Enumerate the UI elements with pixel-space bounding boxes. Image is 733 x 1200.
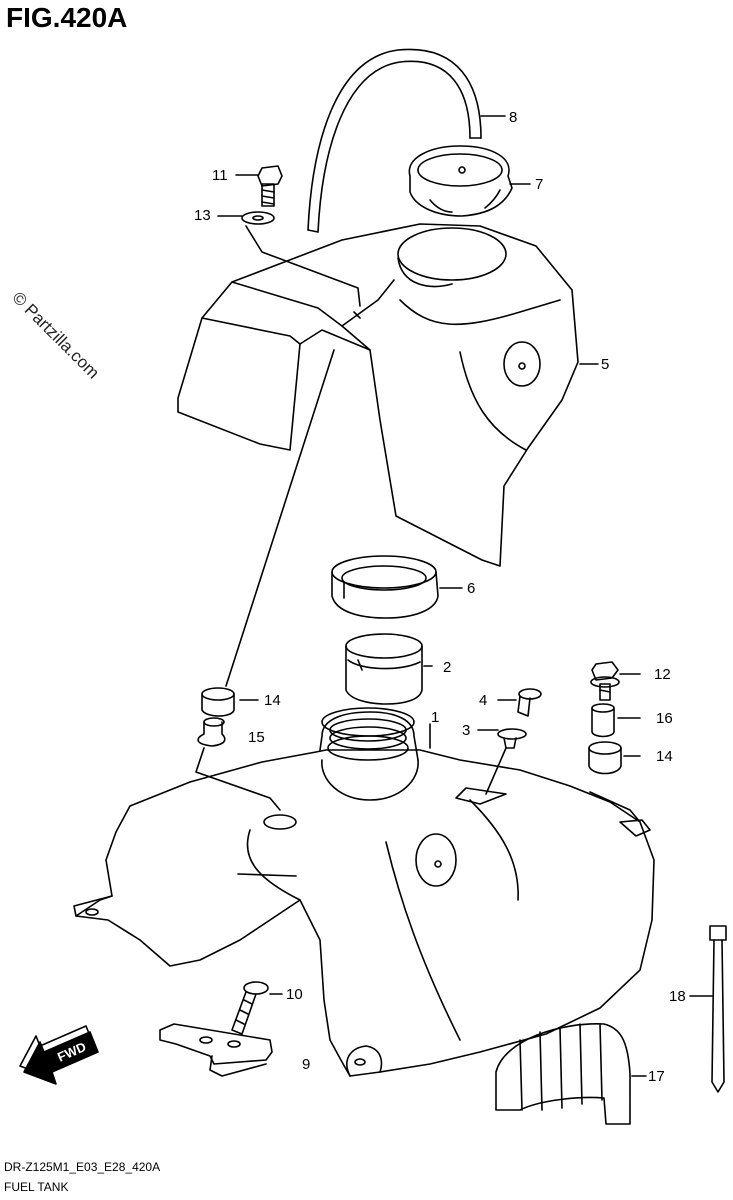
callout-14-left: 14 [264, 692, 281, 709]
callout-18: 18 [669, 988, 686, 1005]
bolt-10 [231, 981, 283, 1035]
callout-3: 3 [462, 722, 471, 739]
fuel-cap [408, 145, 531, 217]
collar-16 [591, 703, 641, 738]
filler-sleeve [345, 633, 433, 705]
cushion-14-right [588, 741, 641, 775]
callout-16: 16 [656, 710, 673, 727]
breather-hose [307, 48, 506, 233]
bolt-11 [235, 165, 283, 207]
screw-4 [497, 688, 542, 717]
callout-2: 2 [443, 659, 452, 676]
cushion-14-left [201, 687, 259, 717]
callout-4: 4 [479, 692, 488, 709]
figure-name: FUEL TANK [4, 1180, 69, 1194]
callout-14-right: 14 [656, 748, 673, 765]
callout-12: 12 [654, 666, 671, 683]
washer-13 [217, 211, 275, 225]
callout-17: 17 [648, 1068, 665, 1085]
filler-grommet [331, 555, 463, 619]
callout-13: 13 [194, 207, 211, 224]
callout-5: 5 [601, 356, 610, 373]
bolt-12 [590, 661, 641, 701]
figure-code: DR-Z125M1_E03_E28_420A [4, 1160, 161, 1174]
fuel-tank [73, 707, 655, 1077]
callout-8: 8 [509, 109, 518, 126]
callout-7: 7 [535, 176, 544, 193]
cable-tie-18 [689, 925, 727, 1093]
guard-17 [495, 1023, 647, 1125]
grommet-15 [197, 717, 226, 747]
callout-10: 10 [286, 986, 303, 1003]
callout-1: 1 [431, 709, 440, 726]
tank-cover [177, 223, 599, 567]
fwd-arrow-icon [19, 1025, 99, 1085]
callout-15: 15 [248, 729, 265, 746]
callout-9: 9 [302, 1056, 311, 1073]
callout-6: 6 [467, 580, 476, 597]
clamp-3 [477, 728, 527, 749]
callout-11: 11 [212, 167, 228, 184]
figure-title: FIG.420A [6, 2, 128, 33]
bracket-9 [159, 1023, 273, 1077]
